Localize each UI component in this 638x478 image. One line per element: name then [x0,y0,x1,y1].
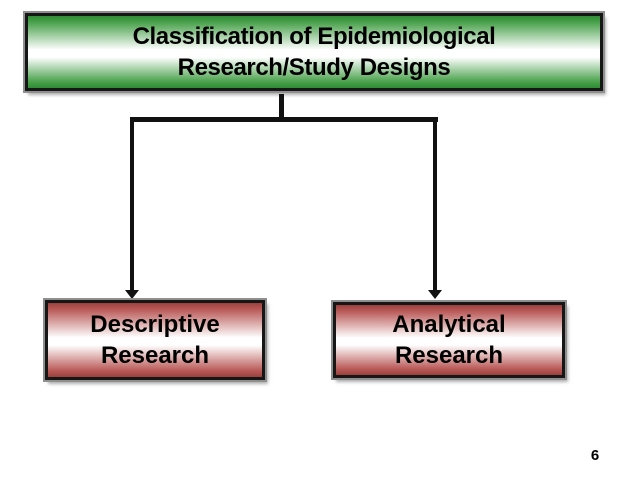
title-line-1: Classification of Epidemiological [132,23,496,50]
title-line-2: Research/Study Designs [177,54,451,81]
connector-horizontal [130,117,438,122]
page-number: 6 [590,447,600,464]
diagram-node-descriptive-research: Descriptive Research [43,298,267,382]
diagram-node-analytical-research: Analytical Research [331,300,567,380]
connector-vertical-left [130,117,134,291]
connector-vertical-right [433,117,437,291]
analytical-line-1: Analytical [392,311,506,338]
descriptive-line-2: Research [100,342,210,369]
descriptive-line-1: Descriptive [90,311,220,338]
analytical-line-2: Research [394,342,504,369]
diagram-node-title: Classification of Epidemiological Resear… [23,11,605,93]
arrowhead-right-icon [428,290,442,299]
connector-stub-vertical [279,94,284,121]
arrowhead-left-icon [125,290,139,299]
